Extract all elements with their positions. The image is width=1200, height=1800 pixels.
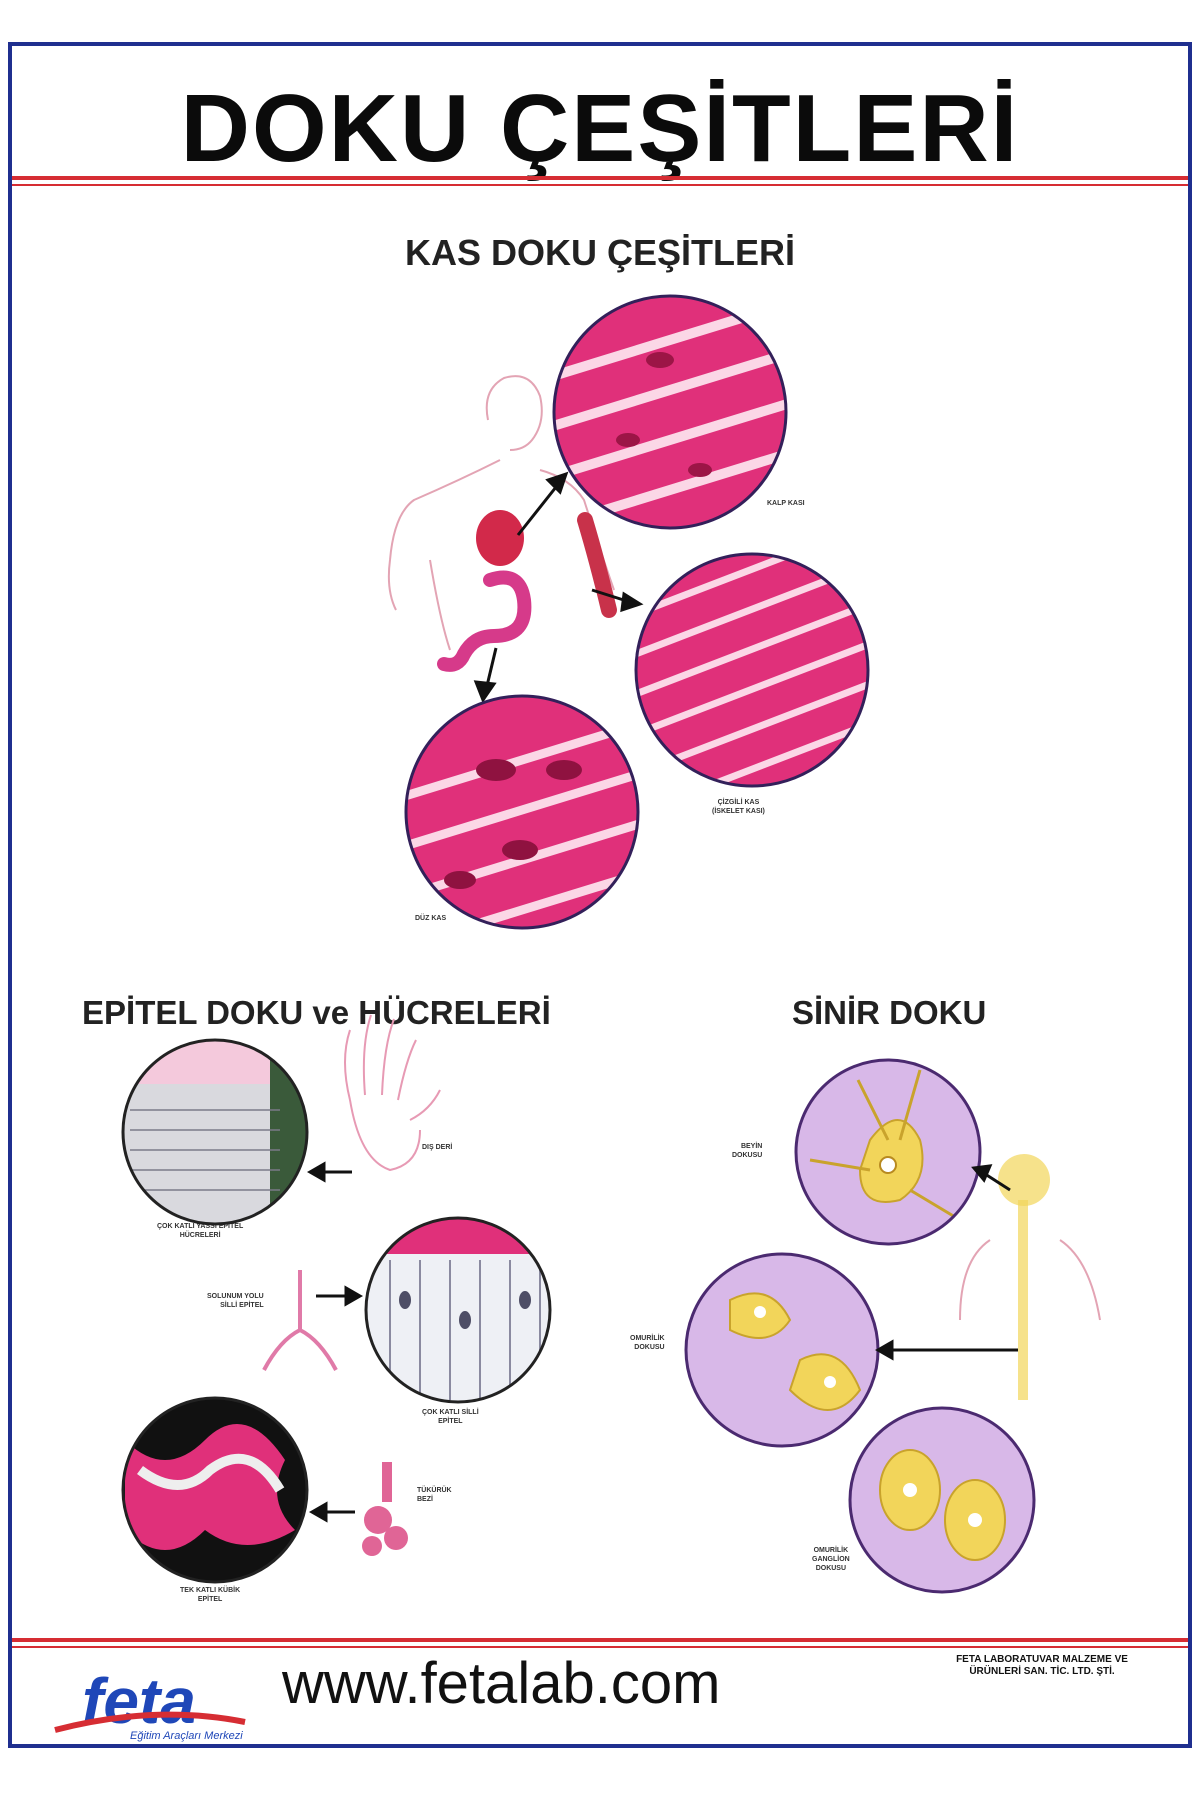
organ-arm-muscle: [577, 512, 617, 618]
arrow-head-nerve-spinal: [874, 1339, 894, 1361]
muscle-section-title: KAS DOKU ÇEŞİTLERİ: [404, 232, 796, 273]
nerve-section-title: SİNİR DOKU: [792, 994, 987, 1031]
feta-logo-subtitle: Eğitim Araçları Merkezi: [130, 1730, 243, 1742]
label-epi-skin-caption: ÇOK KATLI YASSI EPİTEL HÜCRELERİ: [157, 1223, 244, 1239]
arrow-head-nerve-brain: [971, 1164, 993, 1183]
hand-illustration: [344, 1014, 441, 1172]
nerve-brain-circle: [794, 1058, 982, 1246]
label-epi-skin: DIŞ DERİ: [422, 1144, 453, 1151]
skeletal-muscle-circle: [634, 552, 870, 788]
label-epi-trachea: SOLUNUM YOLU SİLLİ EPİTEL: [207, 1293, 264, 1309]
arrow-head-skeletal: [620, 591, 644, 613]
organ-stomach: [437, 570, 532, 672]
feta-logo: feta: [82, 1665, 196, 1737]
epithelial-trachea-circle: [364, 1216, 552, 1404]
smooth-muscle-circle: [404, 694, 640, 930]
arrow-head-cardiac: [545, 471, 569, 495]
epithelial-gland-circle: [121, 1396, 309, 1584]
page-title: DOKU ÇEŞİTLERİ: [180, 75, 1020, 182]
human-nervous-system-illustration: [959, 1154, 1101, 1400]
label-epi-gland: TÜKÜRÜK BEZİ: [417, 1487, 452, 1503]
bottom-rule: [12, 1638, 1188, 1642]
arrow-head-epi-trachea: [344, 1285, 364, 1307]
bottom-rule-thin: [12, 1646, 1188, 1648]
trachea-illustration: [262, 1270, 338, 1371]
top-rule: [12, 176, 1188, 180]
epithelial-section-title: EPİTEL DOKU ve HÜCRELERİ: [82, 994, 551, 1031]
label-smooth: DÜZ KAS: [415, 915, 447, 922]
organ-heart: [476, 510, 524, 566]
arrow-head-epi-gland: [308, 1501, 328, 1523]
company-name: FETA LABORATUVAR MALZEME VE ÜRÜNLERİ SAN…: [956, 1654, 1128, 1677]
label-skeletal: ÇİZGİLİ KAS (İSKELET KASI): [712, 799, 765, 815]
top-rule-thin: [12, 184, 1188, 186]
website-url[interactable]: www.fetalab.com: [282, 1651, 721, 1716]
arrow-head-epi-skin: [306, 1161, 326, 1183]
arrow-head-smooth: [473, 680, 497, 704]
arrow-to-cardiac: [516, 481, 562, 536]
epithelial-skin-circle: [121, 1038, 309, 1226]
label-nerve-ganglion: OMURİLİK GANGLİON DOKUSU: [812, 1547, 850, 1572]
label-nerve-spinal: OMURİLİK DOKUSU: [630, 1335, 665, 1351]
label-cardiac: KALP KASI: [767, 500, 805, 507]
label-epi-trachea-caption: ÇOK KATLI SİLLİ EPİTEL: [422, 1409, 479, 1425]
salivary-gland-illustration: [362, 1462, 408, 1556]
nerve-spinal-circle: [684, 1252, 880, 1448]
feta-logo-swoosh: [54, 1711, 246, 1733]
label-epi-gland-caption: TEK KATLI KÜBİK EPİTEL: [180, 1587, 241, 1603]
cardiac-muscle-circle: [552, 294, 788, 530]
label-nerve-brain: BEYİN DOKUSU: [732, 1143, 763, 1159]
nerve-ganglion-circle: [848, 1406, 1036, 1594]
